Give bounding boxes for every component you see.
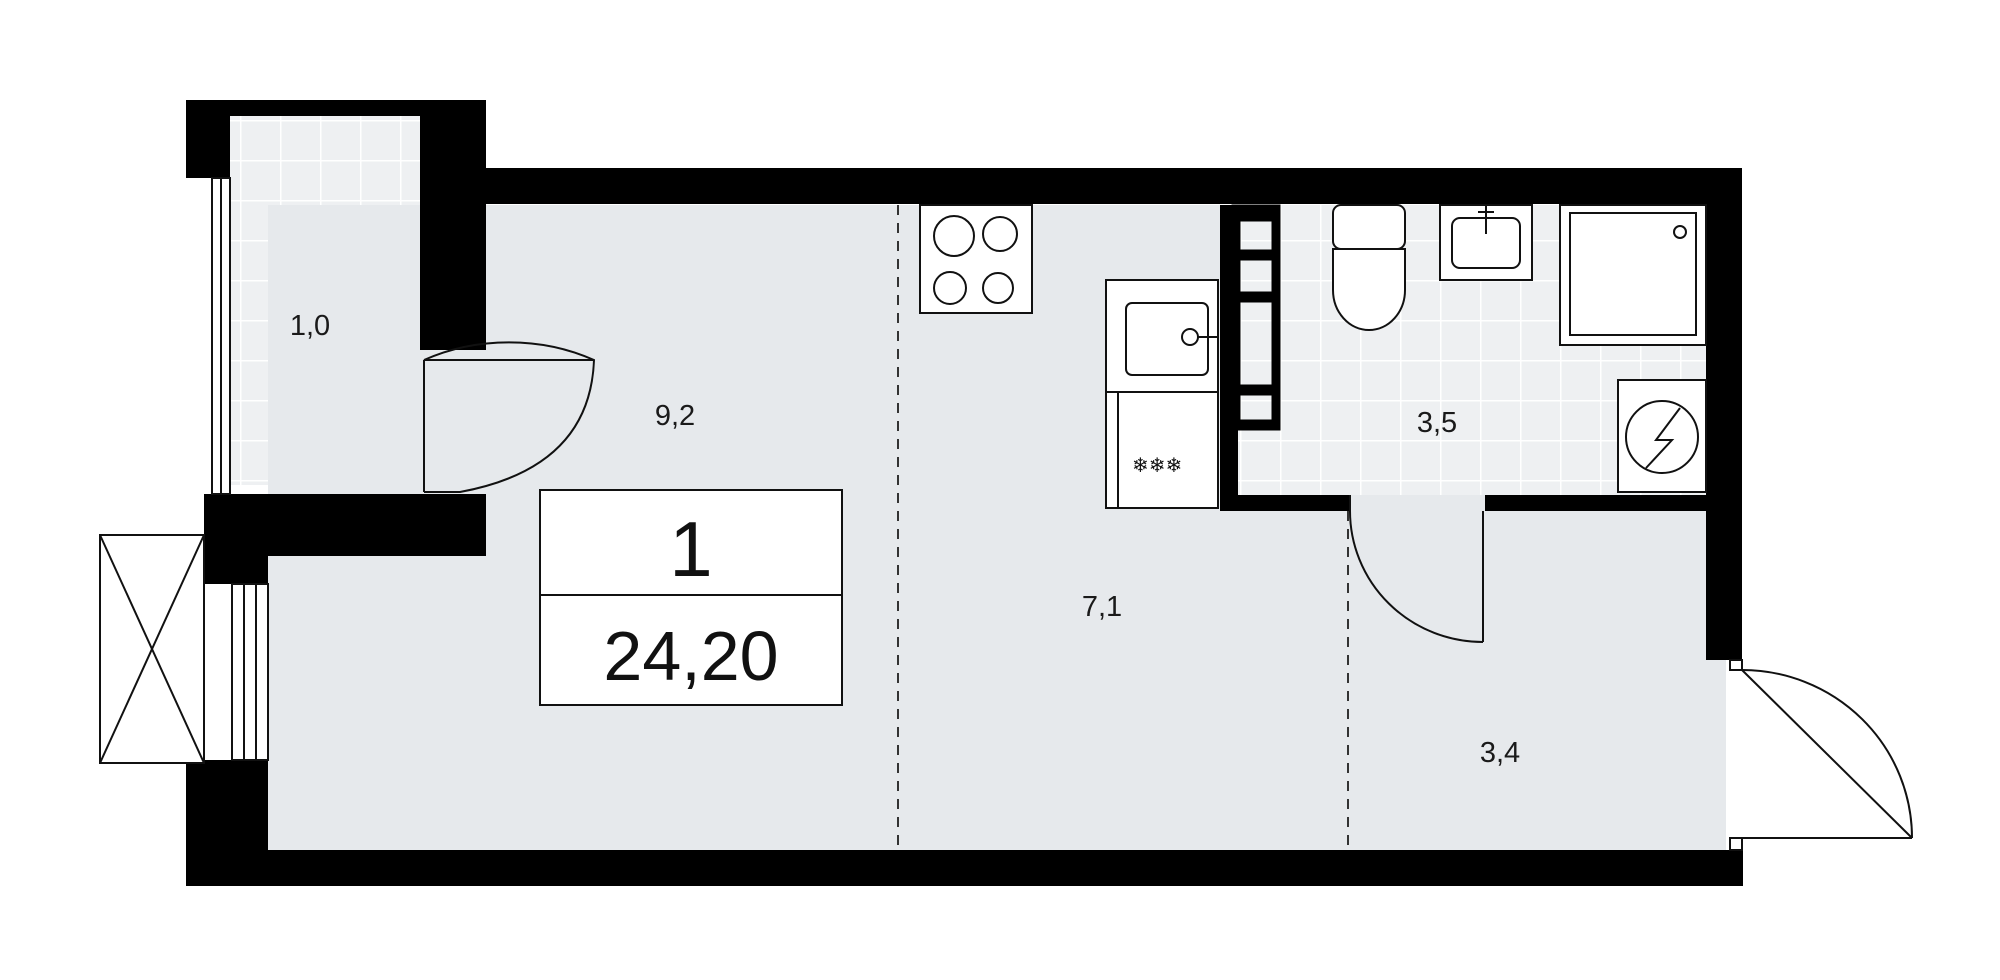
walls [186, 100, 1743, 886]
exterior-wall-bottom-mid [573, 850, 1403, 886]
entrance-door[interactable] [1729, 659, 1913, 851]
ventilation-unit-icon [99, 534, 205, 764]
bathroom-wall-bottom-left [1220, 495, 1350, 511]
bathroom-door[interactable] [1349, 495, 1484, 643]
exterior-wall-top [486, 168, 1742, 204]
kitchen-lower-floor [1238, 495, 1348, 850]
living-room-window [231, 583, 269, 761]
room-area-living-room: 9,2 [655, 400, 695, 432]
balcony-divider-wall [420, 100, 486, 350]
zone-separators [897, 205, 1349, 850]
room-area-hallway: 3,4 [1480, 737, 1520, 769]
left-wall-mid [204, 494, 268, 584]
shower-tray-icon [1559, 204, 1707, 346]
washing-machine-icon [1617, 379, 1707, 493]
bathroom-wall-bottom-right [1485, 495, 1707, 511]
shelving-icon [1231, 204, 1281, 431]
room-area-bathroom: 3,5 [1417, 407, 1457, 439]
rooms-count: 1 [669, 505, 712, 593]
exterior-wall-bottom-left [268, 850, 573, 886]
room-area-kitchen: 7,1 [1082, 591, 1122, 623]
balcony-wall-top [186, 100, 486, 116]
left-wall-lower [186, 760, 268, 886]
cooktop-icon [919, 204, 1033, 314]
room-area-balcony: 1,0 [290, 310, 330, 342]
balcony-wall-left-stub [186, 100, 230, 178]
oven-icon: ❄❄❄ [1105, 391, 1219, 509]
entry-step-floor [1706, 660, 1726, 850]
exterior-wall-right-mid [1706, 478, 1742, 660]
doors[interactable] [423, 341, 1913, 851]
balcony-window [211, 177, 231, 495]
balcony-door[interactable] [423, 341, 596, 493]
total-area: 24,20 [603, 617, 778, 695]
kitchen-sink-icon [1105, 279, 1219, 393]
hallway-floor [1348, 495, 1706, 850]
apartment-summary-card: 1 24,20 [539, 489, 843, 706]
toilet-icon [1332, 204, 1406, 331]
exterior-wall-right-top [1706, 168, 1742, 478]
svg-text:❄❄❄: ❄❄❄ [1132, 453, 1182, 477]
room-labels: 1,0 9,2 7,1 3,5 3,4 [290, 310, 1520, 769]
washbasin-icon [1439, 204, 1533, 281]
exterior-wall-bottom-right [1403, 850, 1743, 886]
